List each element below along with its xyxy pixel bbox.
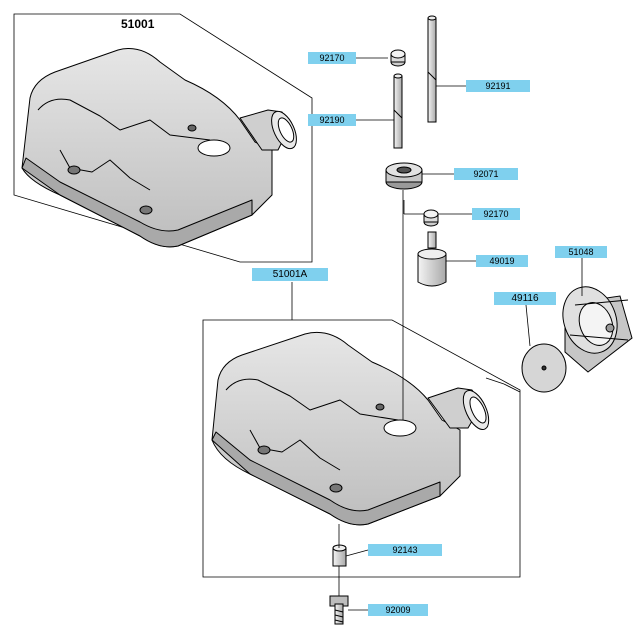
fuel-pipe-92190 bbox=[393, 73, 403, 149]
callout-92170-mid[interactable]: 92170 bbox=[472, 208, 520, 220]
gasket-49116 bbox=[521, 343, 567, 393]
fuel-pipe-92191 bbox=[427, 15, 437, 123]
assembly-label-51001: 51001 bbox=[121, 17, 155, 31]
upper-assembly-frame bbox=[13, 13, 313, 263]
leader-lines bbox=[291, 57, 583, 611]
callout-51048[interactable]: 51048 bbox=[555, 246, 607, 258]
callout-49116[interactable]: 49116 bbox=[494, 292, 556, 305]
tank-cap-51048 bbox=[562, 286, 633, 373]
fuel-filter-49019 bbox=[417, 231, 447, 287]
bolt-92009 bbox=[329, 595, 349, 625]
fuel-tank-upper bbox=[21, 48, 297, 248]
callout-92143[interactable]: 92143 bbox=[368, 544, 442, 556]
callout-92071[interactable]: 92071 bbox=[454, 168, 518, 180]
callout-92170-top[interactable]: 92170 bbox=[308, 52, 356, 64]
callout-92191[interactable]: 92191 bbox=[466, 80, 530, 92]
clamp-92170-mid bbox=[423, 209, 439, 227]
lower-assembly-frame bbox=[202, 319, 521, 578]
callout-49019[interactable]: 49019 bbox=[476, 255, 528, 267]
callout-51001a[interactable]: 51001A bbox=[252, 268, 328, 281]
fitting-92143 bbox=[332, 544, 347, 567]
clamp-92170-top bbox=[390, 49, 406, 67]
callout-92009[interactable]: 92009 bbox=[368, 604, 428, 616]
callout-92190[interactable]: 92190 bbox=[308, 114, 356, 126]
grommet-92071 bbox=[385, 162, 423, 190]
fuel-tank-lower bbox=[211, 331, 490, 526]
